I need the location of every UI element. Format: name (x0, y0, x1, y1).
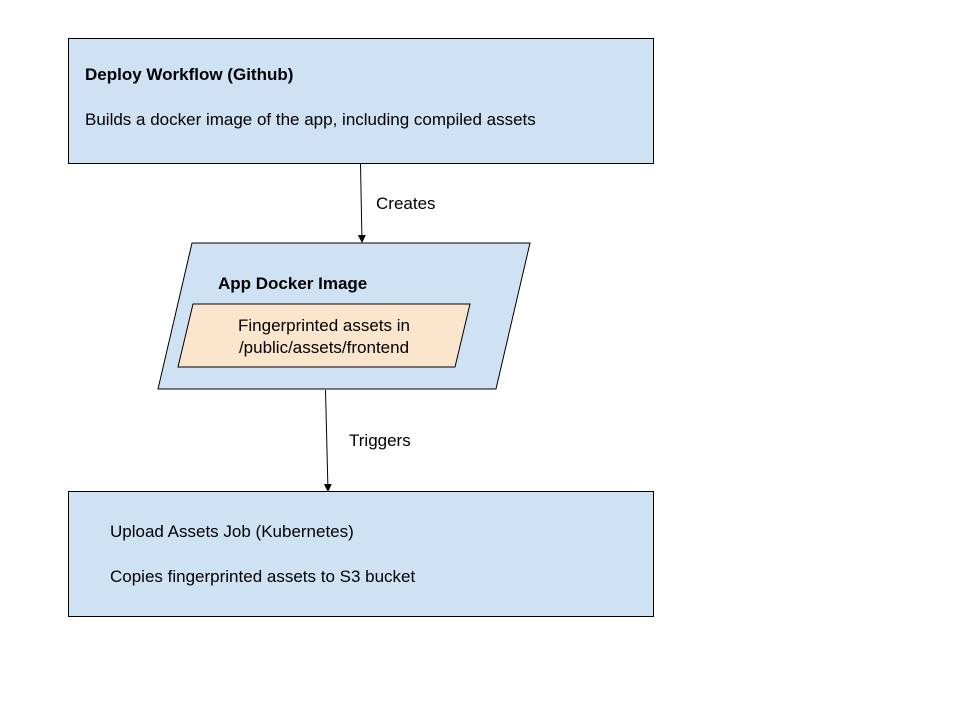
fingerprinted-assets-line1: Fingerprinted assets in (238, 316, 410, 335)
deploy-workflow-description: Builds a docker image of the app, includ… (85, 110, 536, 129)
creates-arrow (357, 163, 366, 243)
fingerprinted-assets-shape (177, 303, 471, 368)
triggers-edge-label: Triggers (349, 431, 411, 450)
upload-assets-job-title: Upload Assets Job (Kubernetes) (110, 522, 354, 541)
upload-assets-job-box (68, 491, 654, 617)
creates-edge-label: Creates (376, 194, 436, 213)
app-docker-image-title: App Docker Image (218, 274, 368, 293)
deploy-workflow-box (68, 38, 654, 164)
upload-assets-job-description: Copies fingerprinted assets to S3 bucket (110, 567, 416, 586)
deploy-workflow-title: Deploy Workflow (Github) (85, 65, 294, 84)
fingerprinted-assets-line2: /public/assets/frontend (238, 338, 410, 357)
triggers-arrow (323, 389, 332, 492)
